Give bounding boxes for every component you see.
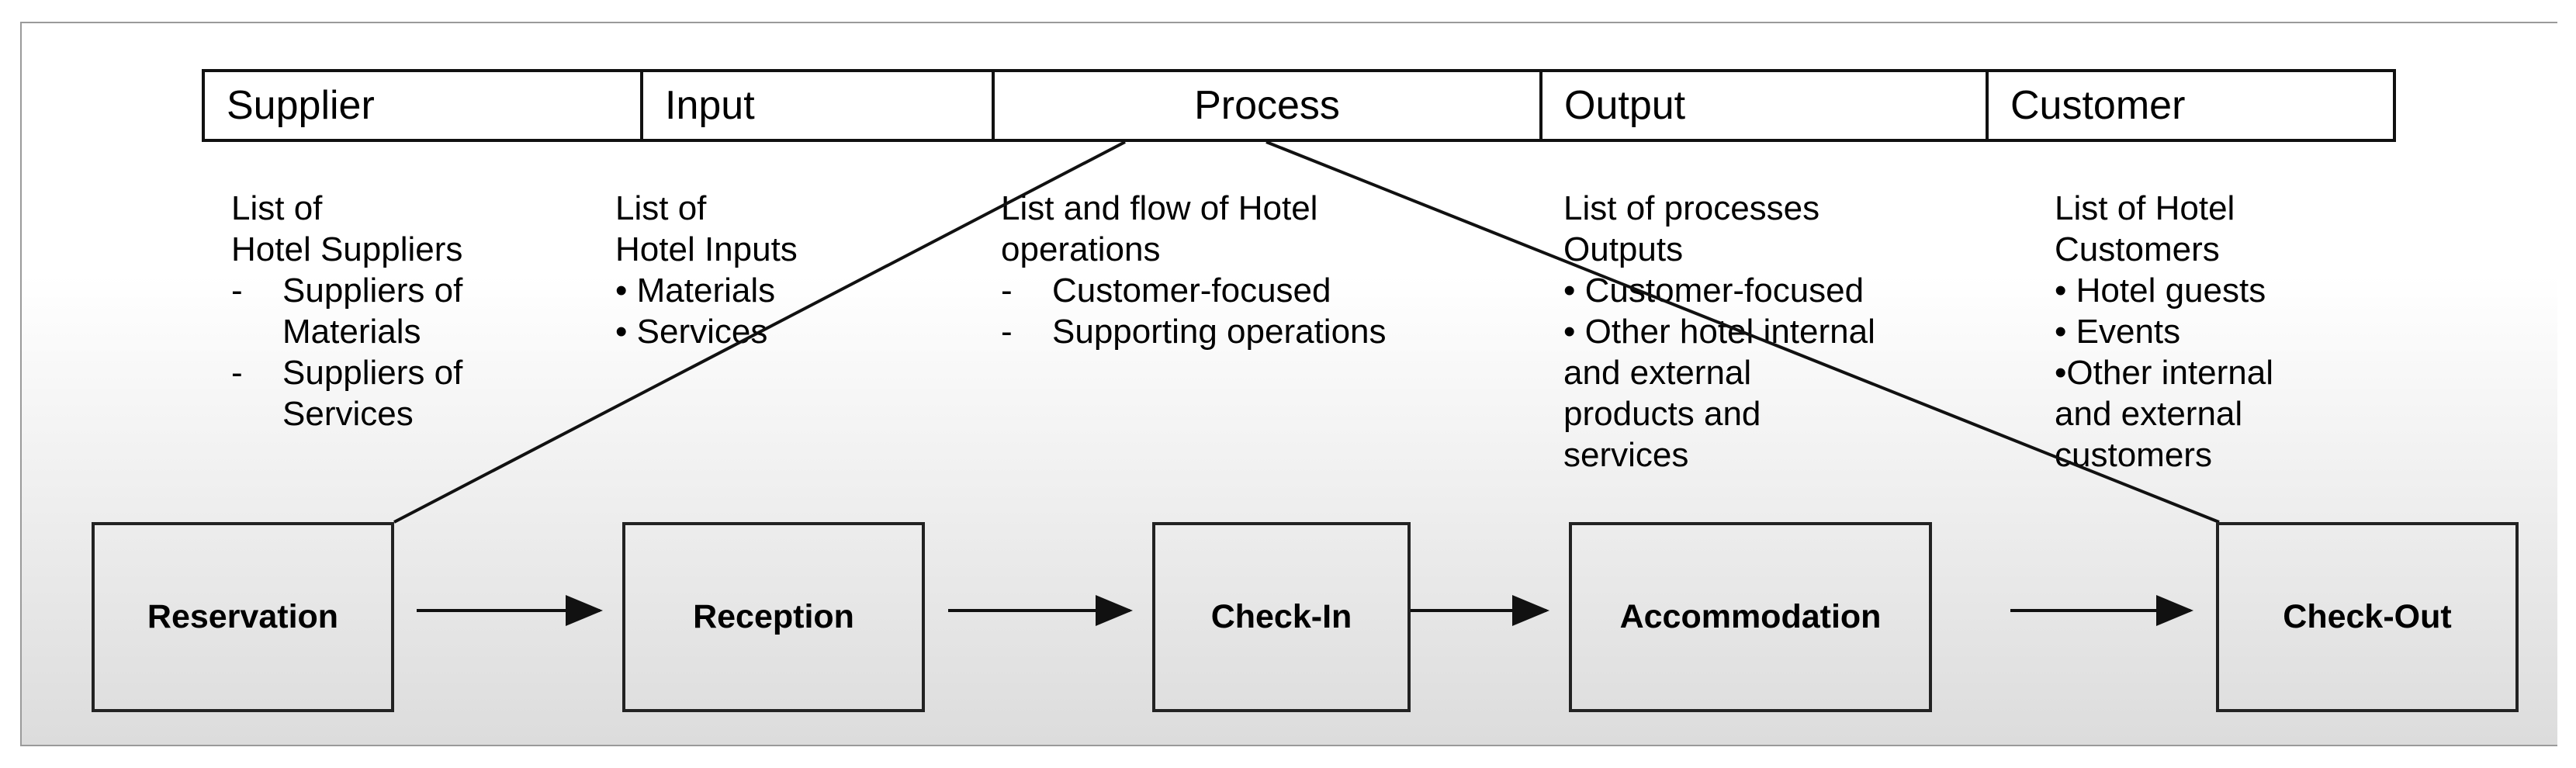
header-cell-input: Input bbox=[643, 72, 995, 139]
flow-box-reception: Reception bbox=[622, 522, 925, 712]
output-list-item-continued: services bbox=[1563, 436, 1689, 474]
bullet-marker: • bbox=[2055, 272, 2067, 310]
customer-column: List of Hotel Customers • Hotel guests •… bbox=[2055, 188, 2273, 476]
header-cell-customer: Customer bbox=[2010, 83, 2186, 128]
dash-marker: - bbox=[1001, 272, 1013, 310]
process-to-reservation-line bbox=[393, 140, 1126, 524]
output-column: List of processes Outputs • Customer-foc… bbox=[1563, 188, 1875, 476]
sipoc-header-row: Supplier Input Process Output Customer bbox=[202, 69, 2396, 142]
customer-title-line: List of Hotel bbox=[2055, 189, 2235, 227]
customer-list-item: •Other internal bbox=[2055, 354, 2273, 392]
customer-title-line: Customers bbox=[2055, 230, 2220, 268]
customer-list-item-continued: and external bbox=[2055, 395, 2243, 433]
supplier-title-line: List of bbox=[231, 189, 323, 227]
output-list-item-continued: and external bbox=[1563, 354, 1752, 392]
process-title-line: operations bbox=[1001, 230, 1161, 268]
input-column: List of Hotel Inputs • Materials • Servi… bbox=[615, 188, 798, 352]
process-list-item: -Supporting operations bbox=[1001, 313, 1387, 351]
output-title-line: List of processes bbox=[1563, 189, 1820, 227]
supplier-column: List of Hotel Suppliers -Suppliers of Ma… bbox=[231, 188, 462, 434]
bullet-marker: • bbox=[615, 313, 628, 351]
header-cell-output: Output bbox=[1542, 72, 1989, 139]
bullet-marker: • bbox=[2055, 313, 2067, 351]
output-list-item: • Customer-focused bbox=[1563, 272, 1864, 310]
process-to-checkout-line bbox=[1265, 140, 2220, 524]
flow-box-check-out: Check-Out bbox=[2216, 522, 2519, 712]
supplier-title-line: Hotel Suppliers bbox=[231, 230, 463, 268]
bullet-marker: • bbox=[1563, 272, 1576, 310]
output-list-item: • Other hotel internal bbox=[1563, 313, 1875, 351]
customer-list-item: • Events bbox=[2055, 313, 2181, 351]
flow-box-check-in: Check-In bbox=[1152, 522, 1411, 712]
supplier-list-item: -Suppliers of bbox=[231, 272, 463, 310]
input-list-item: • Services bbox=[615, 313, 768, 351]
dash-marker: - bbox=[231, 272, 243, 310]
bullet-marker: • bbox=[1563, 313, 1576, 351]
input-title-line: List of bbox=[615, 189, 707, 227]
customer-list-item: • Hotel guests bbox=[2055, 272, 2266, 310]
input-title-line: Hotel Inputs bbox=[615, 230, 798, 268]
process-column: List and flow of Hotel operations -Custo… bbox=[1001, 188, 1387, 352]
supplier-list-item: -Suppliers of bbox=[231, 354, 463, 392]
bullet-marker: • bbox=[2055, 354, 2067, 392]
supplier-list-item-continued: Services bbox=[282, 395, 414, 433]
output-title-line: Outputs bbox=[1563, 230, 1684, 268]
dash-marker: - bbox=[1001, 313, 1013, 351]
input-list-item: • Materials bbox=[615, 272, 776, 310]
dash-marker: - bbox=[231, 354, 243, 392]
process-list-item: -Customer-focused bbox=[1001, 272, 1331, 310]
flow-box-reservation: Reservation bbox=[92, 522, 394, 712]
diagram-panel bbox=[20, 22, 2557, 746]
header-cell-process: Process bbox=[995, 72, 1542, 139]
process-title-line: List and flow of Hotel bbox=[1001, 189, 1318, 227]
output-list-item-continued: products and bbox=[1563, 395, 1761, 433]
flow-box-accommodation: Accommodation bbox=[1569, 522, 1932, 712]
header-cell-supplier: Supplier bbox=[205, 72, 643, 139]
bullet-marker: • bbox=[615, 272, 628, 310]
supplier-list-item-continued: Materials bbox=[282, 313, 421, 351]
